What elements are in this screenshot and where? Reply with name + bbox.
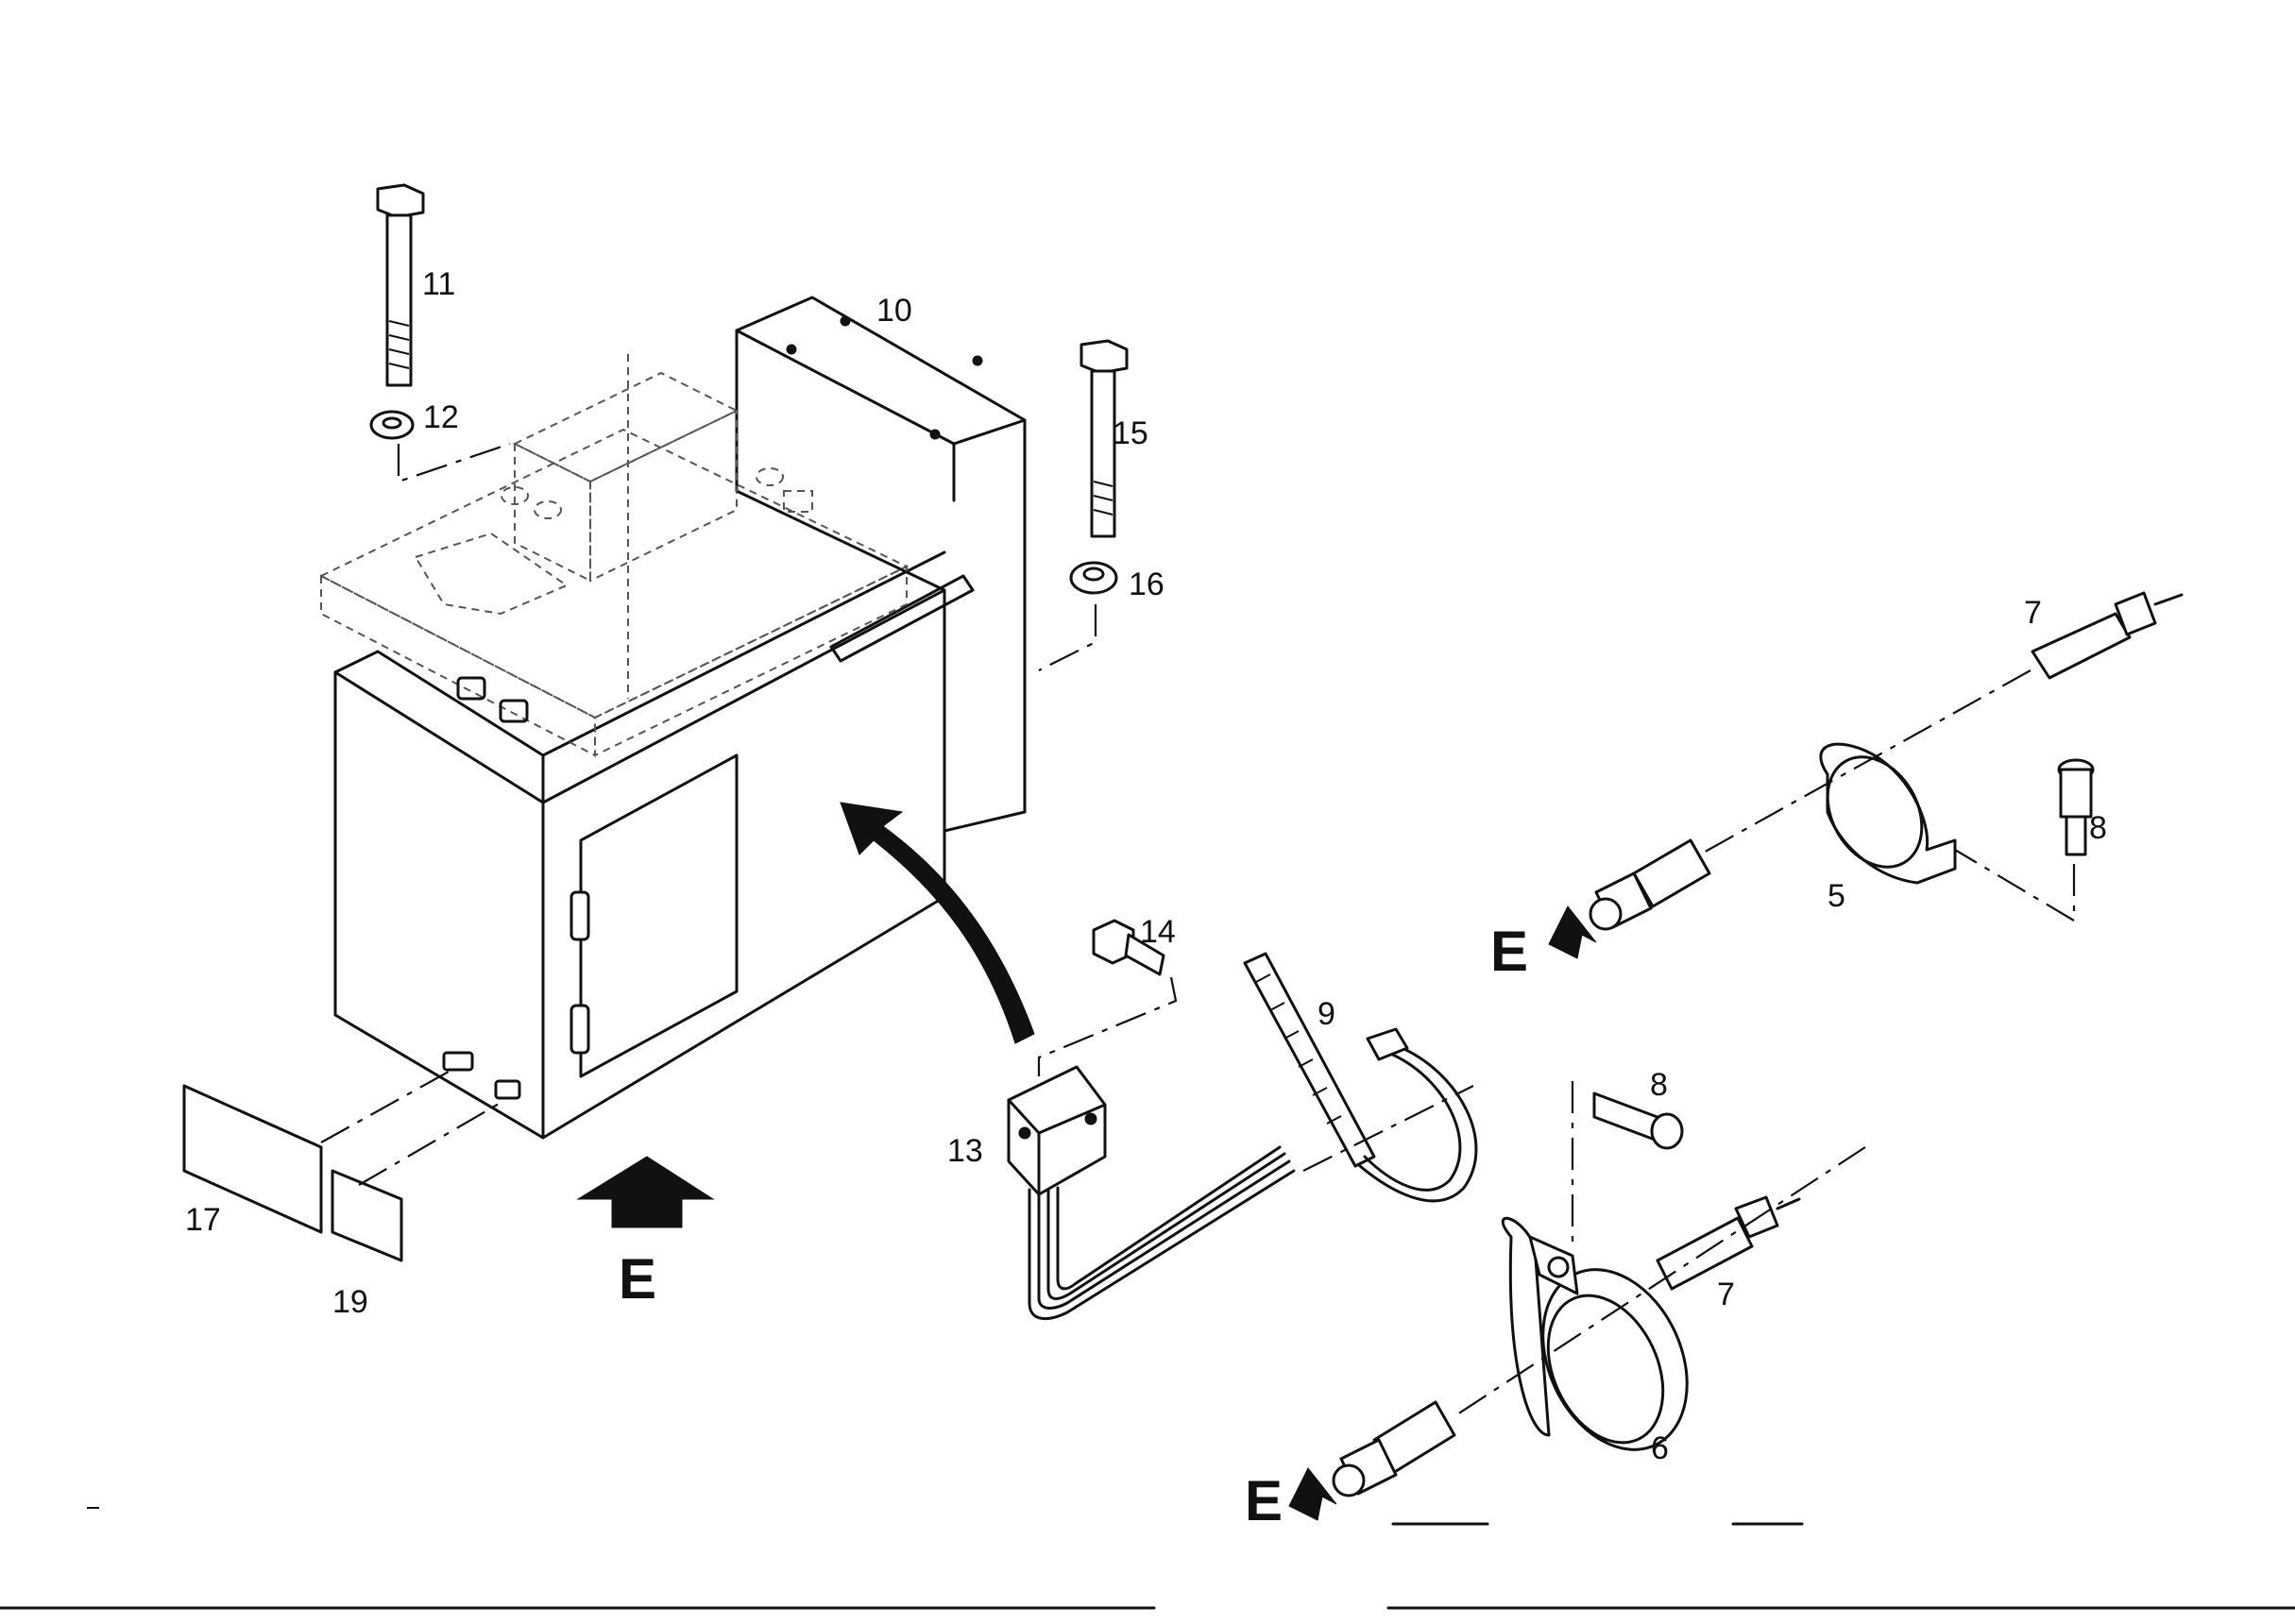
view-marker-e-main: E: [619, 1247, 656, 1311]
screw-8-upper: [2057, 758, 2095, 856]
callout-11: 11: [422, 266, 455, 302]
leader-7-upper: [1699, 669, 2032, 855]
view-marker-e-upper: E: [1490, 920, 1528, 983]
e-arrow-upper: [1548, 905, 1597, 959]
screw-8-lower: [1592, 1091, 1684, 1150]
callout-10: 10: [876, 293, 912, 329]
plate-17: [182, 1084, 323, 1234]
callout-12: 12: [423, 399, 459, 435]
regulator-13: [1007, 1065, 1296, 1321]
bolt-14: [1092, 919, 1165, 976]
view-arrow-e: [576, 1156, 715, 1228]
callout-9: 9: [1318, 996, 1335, 1032]
callout-14: 14: [1140, 914, 1176, 950]
ghosted-module: [318, 354, 910, 757]
bolt-11: [376, 183, 425, 387]
leader-11-12: [397, 442, 511, 483]
housing-box: [333, 296, 1027, 1140]
cable-tie-9: [1243, 952, 1478, 1203]
sensor-7-lower: [1656, 1195, 1801, 1291]
callout-6: 6: [1651, 1430, 1669, 1466]
connector-upper: [1589, 838, 1711, 931]
connector-lower: [1332, 1400, 1456, 1497]
callout-5: 5: [1828, 878, 1845, 914]
callout-19: 19: [332, 1284, 368, 1320]
e-arrow-lower: [1288, 1467, 1337, 1521]
callout-8-upper: 8: [2089, 810, 2107, 846]
washer-12: [369, 410, 415, 440]
callout-7-upper: 7: [2024, 595, 2042, 631]
leader-8-upper: [1954, 849, 2076, 922]
callout-15: 15: [1113, 415, 1148, 451]
leader-7-lower: [1454, 1146, 1866, 1417]
clamp-6: [1501, 1216, 1689, 1451]
callout-8-lower: 8: [1650, 1067, 1668, 1103]
sensor-7-upper: [2031, 591, 2184, 680]
curved-arrow: [840, 802, 1035, 1044]
callout-17: 17: [185, 1202, 221, 1238]
view-marker-e-lower: E: [1245, 1469, 1283, 1532]
washer-16: [1069, 561, 1118, 595]
callout-7-lower: 7: [1717, 1277, 1735, 1312]
leader-9: [1302, 1085, 1474, 1172]
leader-17: [320, 1071, 450, 1143]
callout-16: 16: [1129, 567, 1164, 602]
plate-19: [331, 1169, 403, 1262]
clamp-5: [1819, 742, 1957, 885]
callout-13: 13: [947, 1133, 983, 1169]
bolt-15: [1080, 339, 1129, 538]
leader-19: [358, 1099, 506, 1186]
leader-14: [1037, 976, 1178, 1076]
leader-15-16: [1038, 604, 1097, 671]
